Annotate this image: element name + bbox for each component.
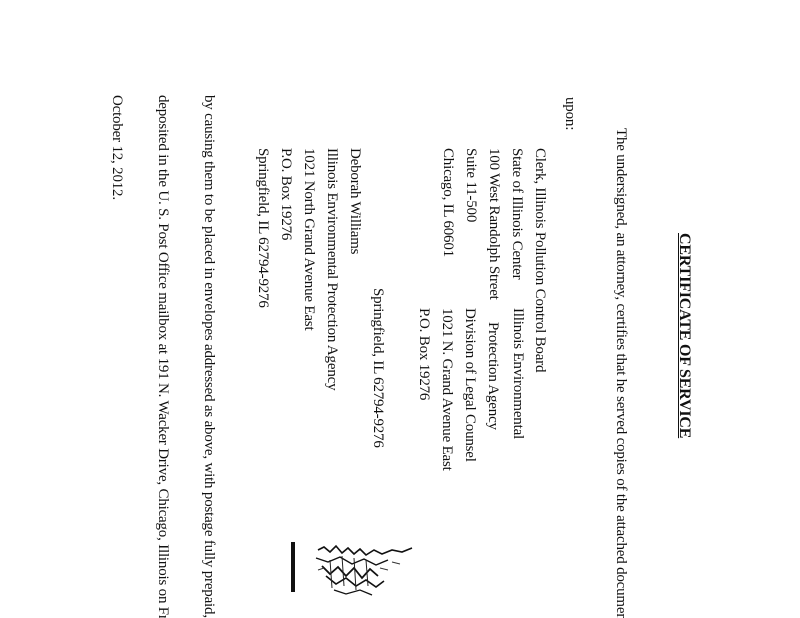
recipient-3-line-3: 1021 North Grand Avenue East bbox=[301, 148, 317, 331]
recipient-2-line-2: Protection Agency bbox=[485, 322, 501, 430]
intro-line-1: The undersigned, an attorney, certifies … bbox=[613, 128, 629, 618]
recipient-1-line-2: State of Illinois Center bbox=[509, 148, 525, 280]
recipient-2-line-1: Illinois Environmental bbox=[510, 308, 526, 439]
recipient-1-line-1: Clerk, Illinois Pollution Control Board bbox=[532, 148, 548, 373]
recipient-1-line-3: 100 West Randolph Street bbox=[486, 148, 502, 300]
recipient-2-line-5: P.O. Box 19276 bbox=[416, 308, 432, 401]
recipient-3-line-2: Illinois Environmental Protection Agency bbox=[324, 148, 340, 391]
closing-line-2: deposited in the U. S. Post Office mailb… bbox=[155, 95, 171, 618]
recipient-3-line-4: P.O. Box 19276 bbox=[278, 148, 294, 241]
certificate-title: CERTIFICATE OF SERVICE bbox=[676, 233, 693, 439]
closing-line-3: October 12, 2012. bbox=[109, 95, 125, 200]
recipient-3-line-5: Springfield, IL 62794-9276 bbox=[255, 148, 271, 308]
recipient-2-line-3: Division of Legal Counsel bbox=[462, 308, 478, 462]
closing-line-1: by causing them to be placed in envelope… bbox=[201, 95, 217, 618]
signature-image bbox=[291, 542, 413, 596]
recipient-2-line-6: Springfield, IL 62794-9276 bbox=[370, 288, 386, 448]
recipient-3-line-1: Deborah Williams bbox=[347, 148, 363, 255]
recipient-1-line-4: Suite 11-500 bbox=[463, 148, 479, 223]
recipient-1-line-5: Chicago, IL 60601 bbox=[440, 148, 456, 257]
intro-line-2: upon: bbox=[562, 97, 578, 131]
recipient-2-line-4: 1021 N. Grand Avenue East bbox=[439, 308, 455, 471]
